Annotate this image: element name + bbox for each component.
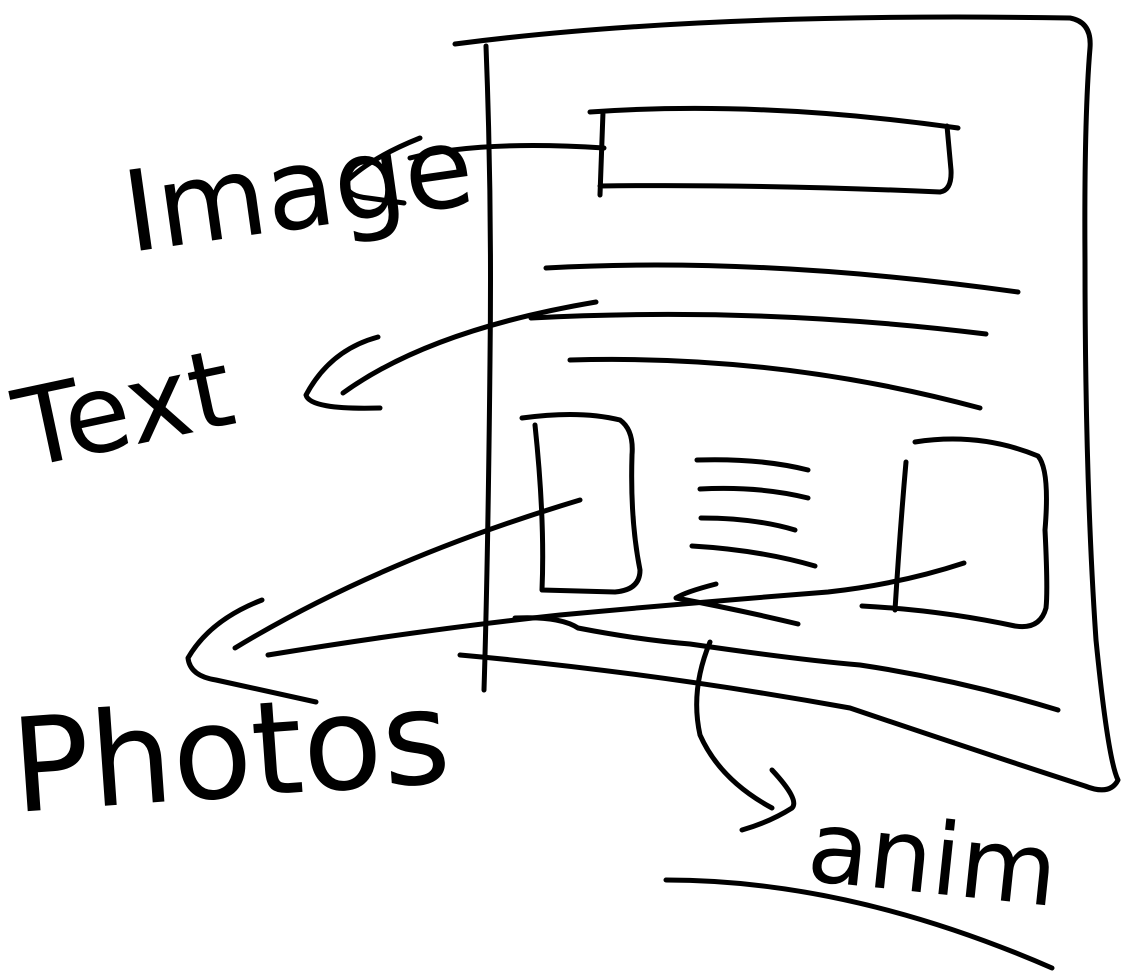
anim-arrow-head xyxy=(739,767,797,833)
text-arrow xyxy=(340,299,599,396)
photos-label: Photos xyxy=(7,661,455,843)
page-left-rule xyxy=(481,43,493,693)
image-label: Image xyxy=(116,101,481,279)
text-line xyxy=(694,457,811,473)
photo-box-left xyxy=(519,411,643,595)
photo-box-right xyxy=(859,436,1050,630)
photos-arrow xyxy=(265,560,967,658)
text-line xyxy=(528,311,989,337)
photos-annotation: Photos xyxy=(7,497,967,843)
text-label: Text xyxy=(3,326,244,494)
anim-label: anim xyxy=(802,788,1063,930)
text-line xyxy=(567,356,983,411)
photos-arrow-head xyxy=(185,597,319,705)
anim-arrow xyxy=(694,639,775,811)
anim-underline xyxy=(663,877,1055,971)
text-line xyxy=(543,262,1021,295)
text-lines xyxy=(528,262,1021,411)
anim-annotation: anim xyxy=(663,581,1063,971)
lower-content-line xyxy=(512,615,1061,713)
anim-arrow-head xyxy=(673,581,801,627)
image-annotation: Image xyxy=(116,101,607,279)
image-arrow-head xyxy=(343,135,423,206)
text-line xyxy=(689,543,818,569)
page-frame xyxy=(452,14,1121,793)
text-line xyxy=(698,515,798,533)
text-arrow-head xyxy=(303,334,383,411)
middle-text-block xyxy=(689,457,818,569)
header-image-box xyxy=(587,105,961,198)
photos-arrow xyxy=(232,497,583,651)
text-line xyxy=(697,485,811,501)
text-annotation: Text xyxy=(3,299,599,494)
image-arrow xyxy=(407,143,607,161)
